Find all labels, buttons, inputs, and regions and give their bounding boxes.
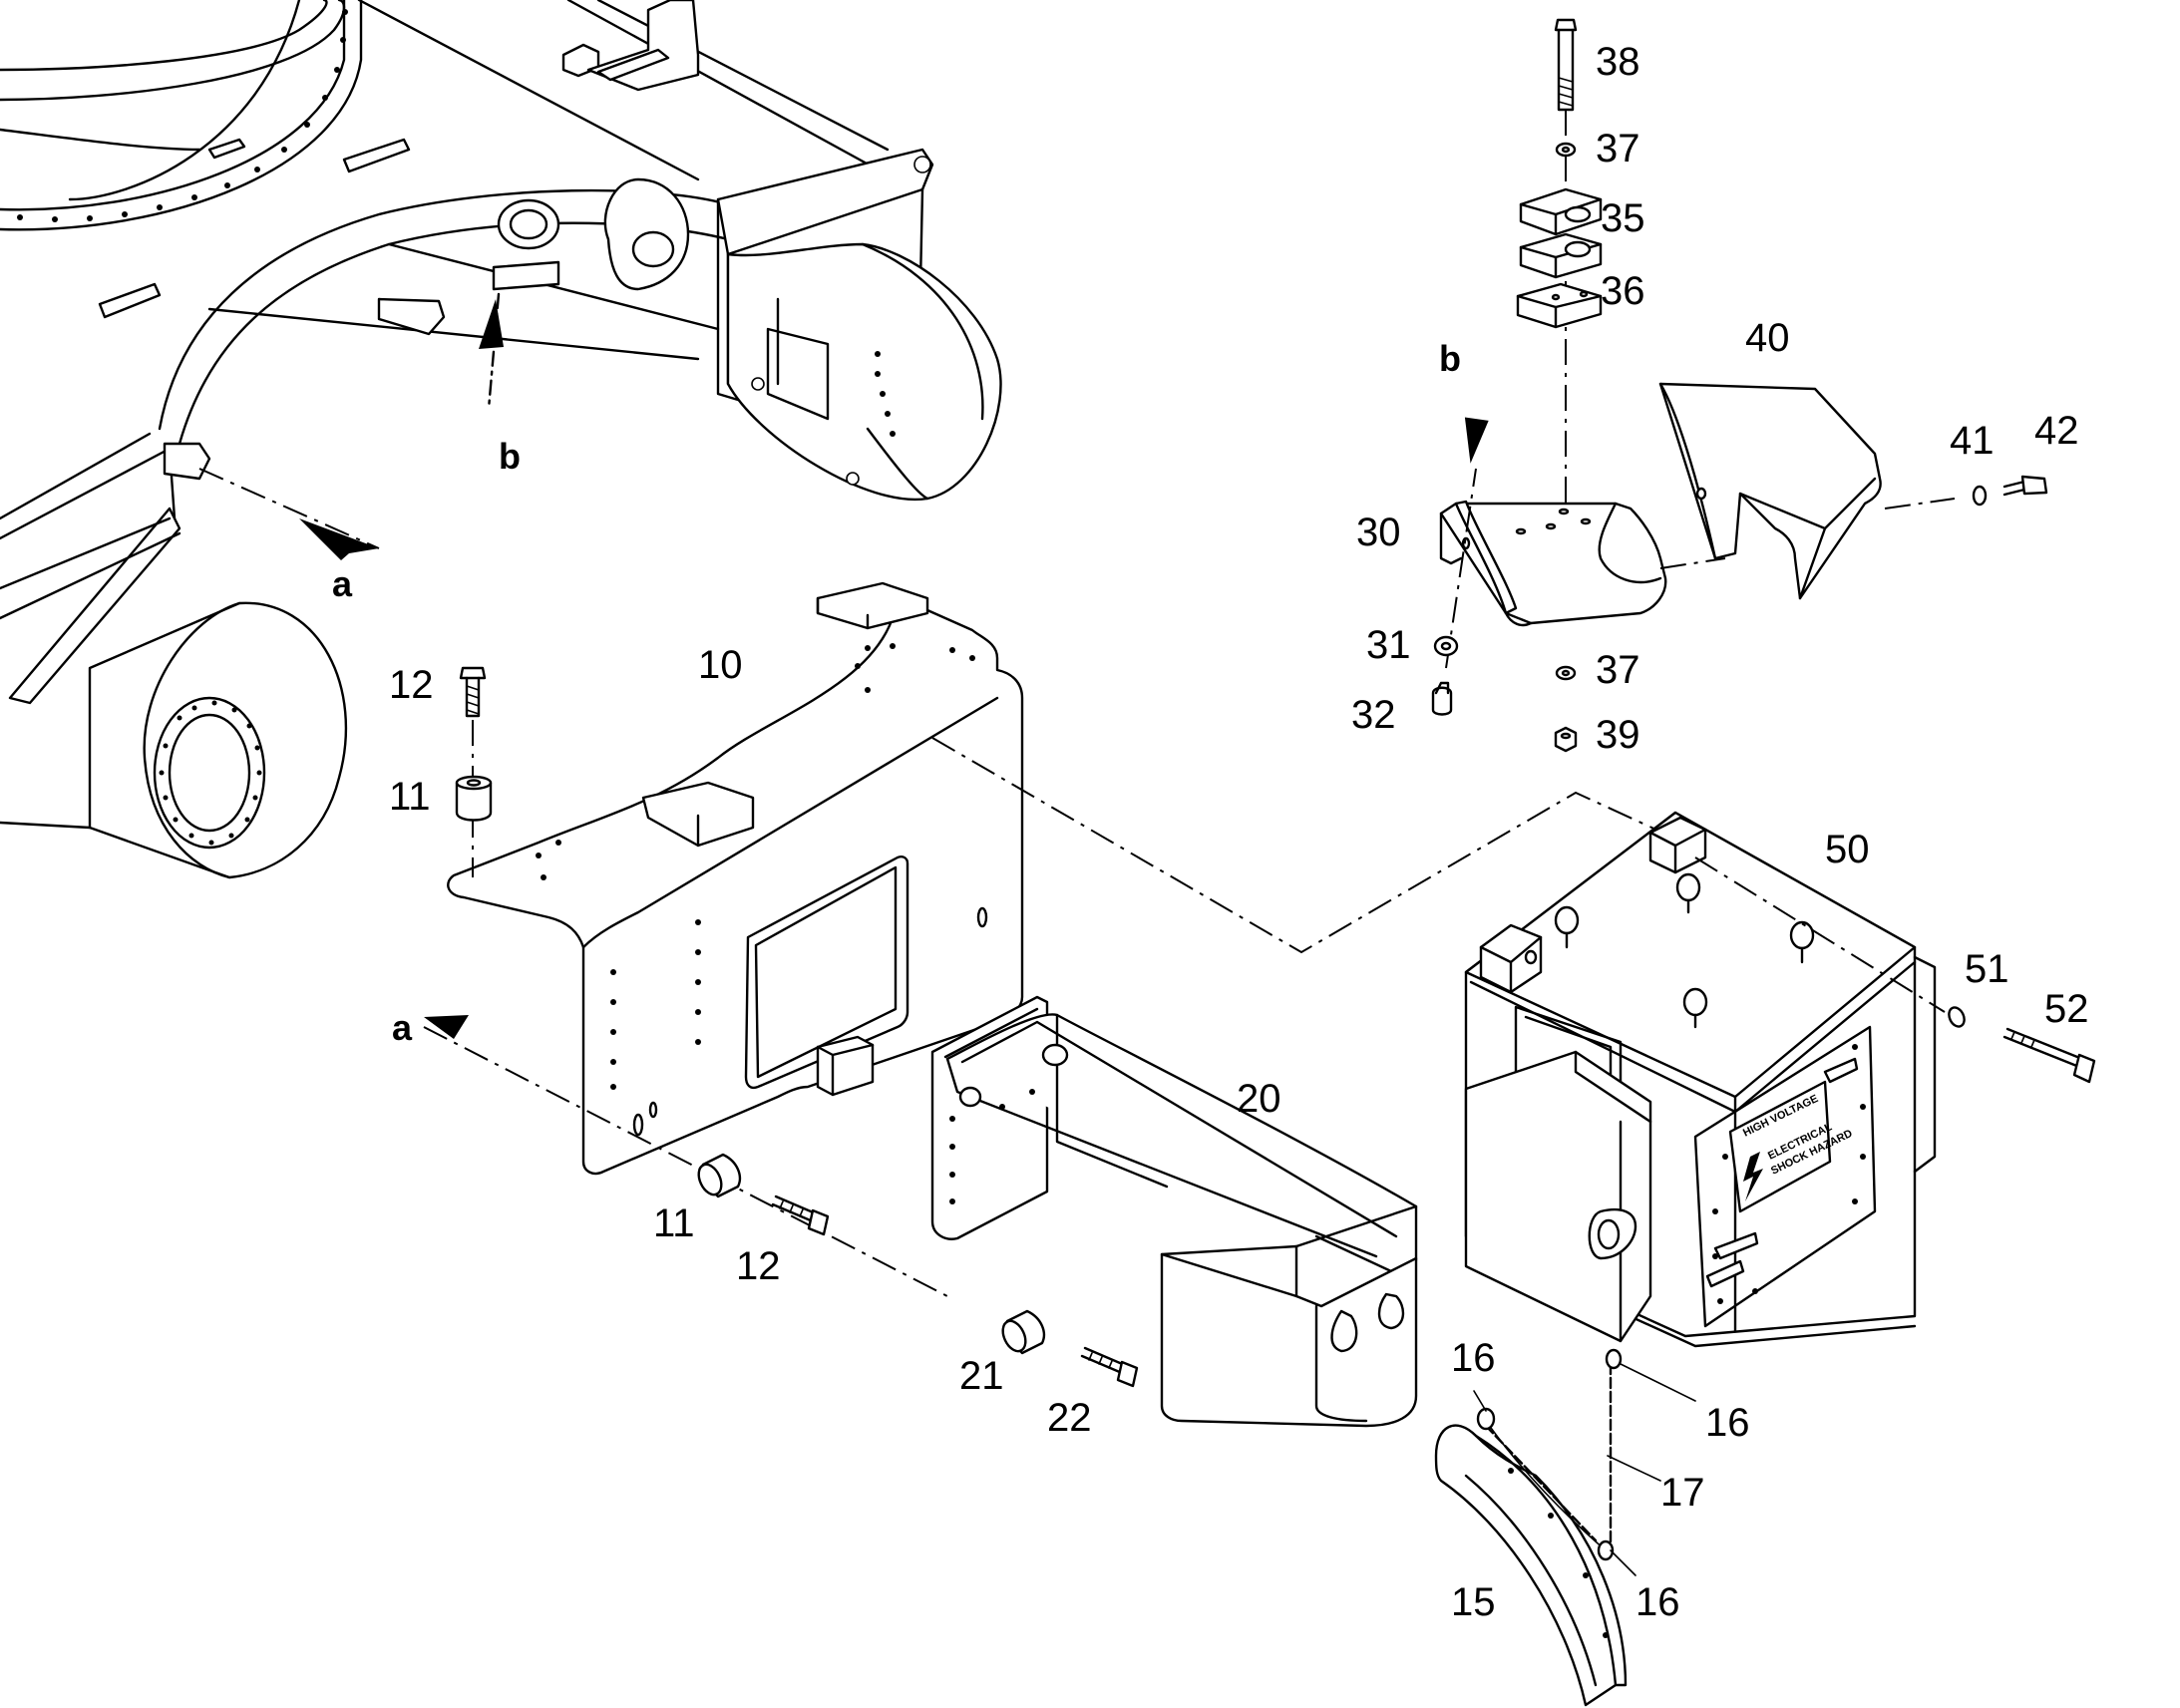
callout-22: 22 xyxy=(1047,1396,1092,1440)
machine-frame xyxy=(0,0,1002,879)
callout-10: 10 xyxy=(698,643,743,687)
view-markers: a a b b xyxy=(332,338,1461,1048)
view-marker-a-bracket: a xyxy=(392,1007,413,1048)
view-marker-b-frame: b xyxy=(499,436,521,477)
part-15-cable-guide xyxy=(1434,1424,1628,1707)
part-20-support-arm xyxy=(930,995,1418,1428)
part-21-spacer xyxy=(1001,1309,1046,1355)
part-36-clamp-base xyxy=(1516,282,1603,329)
callout-42: 42 xyxy=(2034,409,2079,453)
callout-11-bottom: 11 xyxy=(653,1201,695,1245)
lifting-eye-right xyxy=(1789,920,1815,964)
callout-11-top: 11 xyxy=(389,775,431,819)
callout-38: 38 xyxy=(1596,40,1640,84)
callout-labels: 10 12 11 11 12 20 21 22 30 31 32 38 37 3… xyxy=(389,40,2089,1624)
callout-12-top: 12 xyxy=(389,663,434,707)
part-50-transformer: HIGH VOLTAGE ELECTRICAL SHOCK HAZARD xyxy=(1464,811,1937,1348)
callout-15: 15 xyxy=(1451,1580,1496,1624)
callout-50: 50 xyxy=(1825,828,1870,871)
part-12-bolt-bottom xyxy=(771,1195,830,1236)
callout-16-right: 16 xyxy=(1705,1401,1750,1445)
callout-35: 35 xyxy=(1601,196,1645,240)
callout-52: 52 xyxy=(2044,987,2089,1031)
view-marker-a-frame: a xyxy=(332,563,353,604)
part-22-bolt xyxy=(1080,1346,1139,1388)
lifting-eye-mid xyxy=(1675,872,1701,914)
part-17-chain xyxy=(1484,1354,1613,1557)
leader-lines xyxy=(1473,1363,1696,1576)
part-32-screw xyxy=(1431,681,1453,716)
callout-41: 41 xyxy=(1950,419,1995,463)
part-40-cover xyxy=(1658,382,1882,600)
callout-16-left: 16 xyxy=(1451,1336,1496,1380)
callout-31: 31 xyxy=(1366,623,1411,667)
part-30-cable-bracket xyxy=(1439,500,1667,627)
part-41-washer xyxy=(1972,485,1988,507)
slewing-ring xyxy=(0,0,363,231)
callout-37-bottom: 37 xyxy=(1596,648,1640,692)
part-16-shackles xyxy=(1476,1348,1623,1561)
callout-30: 30 xyxy=(1356,511,1401,554)
callout-20: 20 xyxy=(1237,1077,1281,1121)
callout-32: 32 xyxy=(1351,693,1396,737)
callout-16-bottom: 16 xyxy=(1635,1580,1680,1624)
part-52-bolt xyxy=(2002,1027,2096,1084)
part-38-long-bolt xyxy=(1554,18,1578,112)
part-51-washer xyxy=(1948,1006,1966,1028)
lifting-eye-left xyxy=(1554,905,1580,949)
part-12-bolt-top xyxy=(459,666,487,718)
part-37-washer-bottom xyxy=(1555,665,1577,681)
part-11-spacer-bottom xyxy=(697,1153,742,1198)
callout-17: 17 xyxy=(1660,1471,1705,1515)
part-42-screw xyxy=(2002,475,2048,497)
part-39-nut xyxy=(1554,726,1578,753)
callout-40: 40 xyxy=(1745,316,1790,360)
callout-51: 51 xyxy=(1965,947,2009,991)
callout-21: 21 xyxy=(959,1354,1004,1398)
callout-39: 39 xyxy=(1596,713,1640,757)
part-31-washer xyxy=(1433,635,1459,657)
part-37-washer-top xyxy=(1555,142,1577,158)
part-11-spacer-top xyxy=(455,775,493,822)
callout-37-top: 37 xyxy=(1596,127,1640,171)
callout-36: 36 xyxy=(1601,269,1645,313)
callout-12-bottom: 12 xyxy=(736,1244,781,1288)
part-35-clamp-halves xyxy=(1519,187,1603,279)
lifting-eye-front xyxy=(1682,987,1708,1029)
view-marker-b-bracket: b xyxy=(1439,338,1461,379)
part-10-mounting-bracket xyxy=(447,581,1024,1176)
